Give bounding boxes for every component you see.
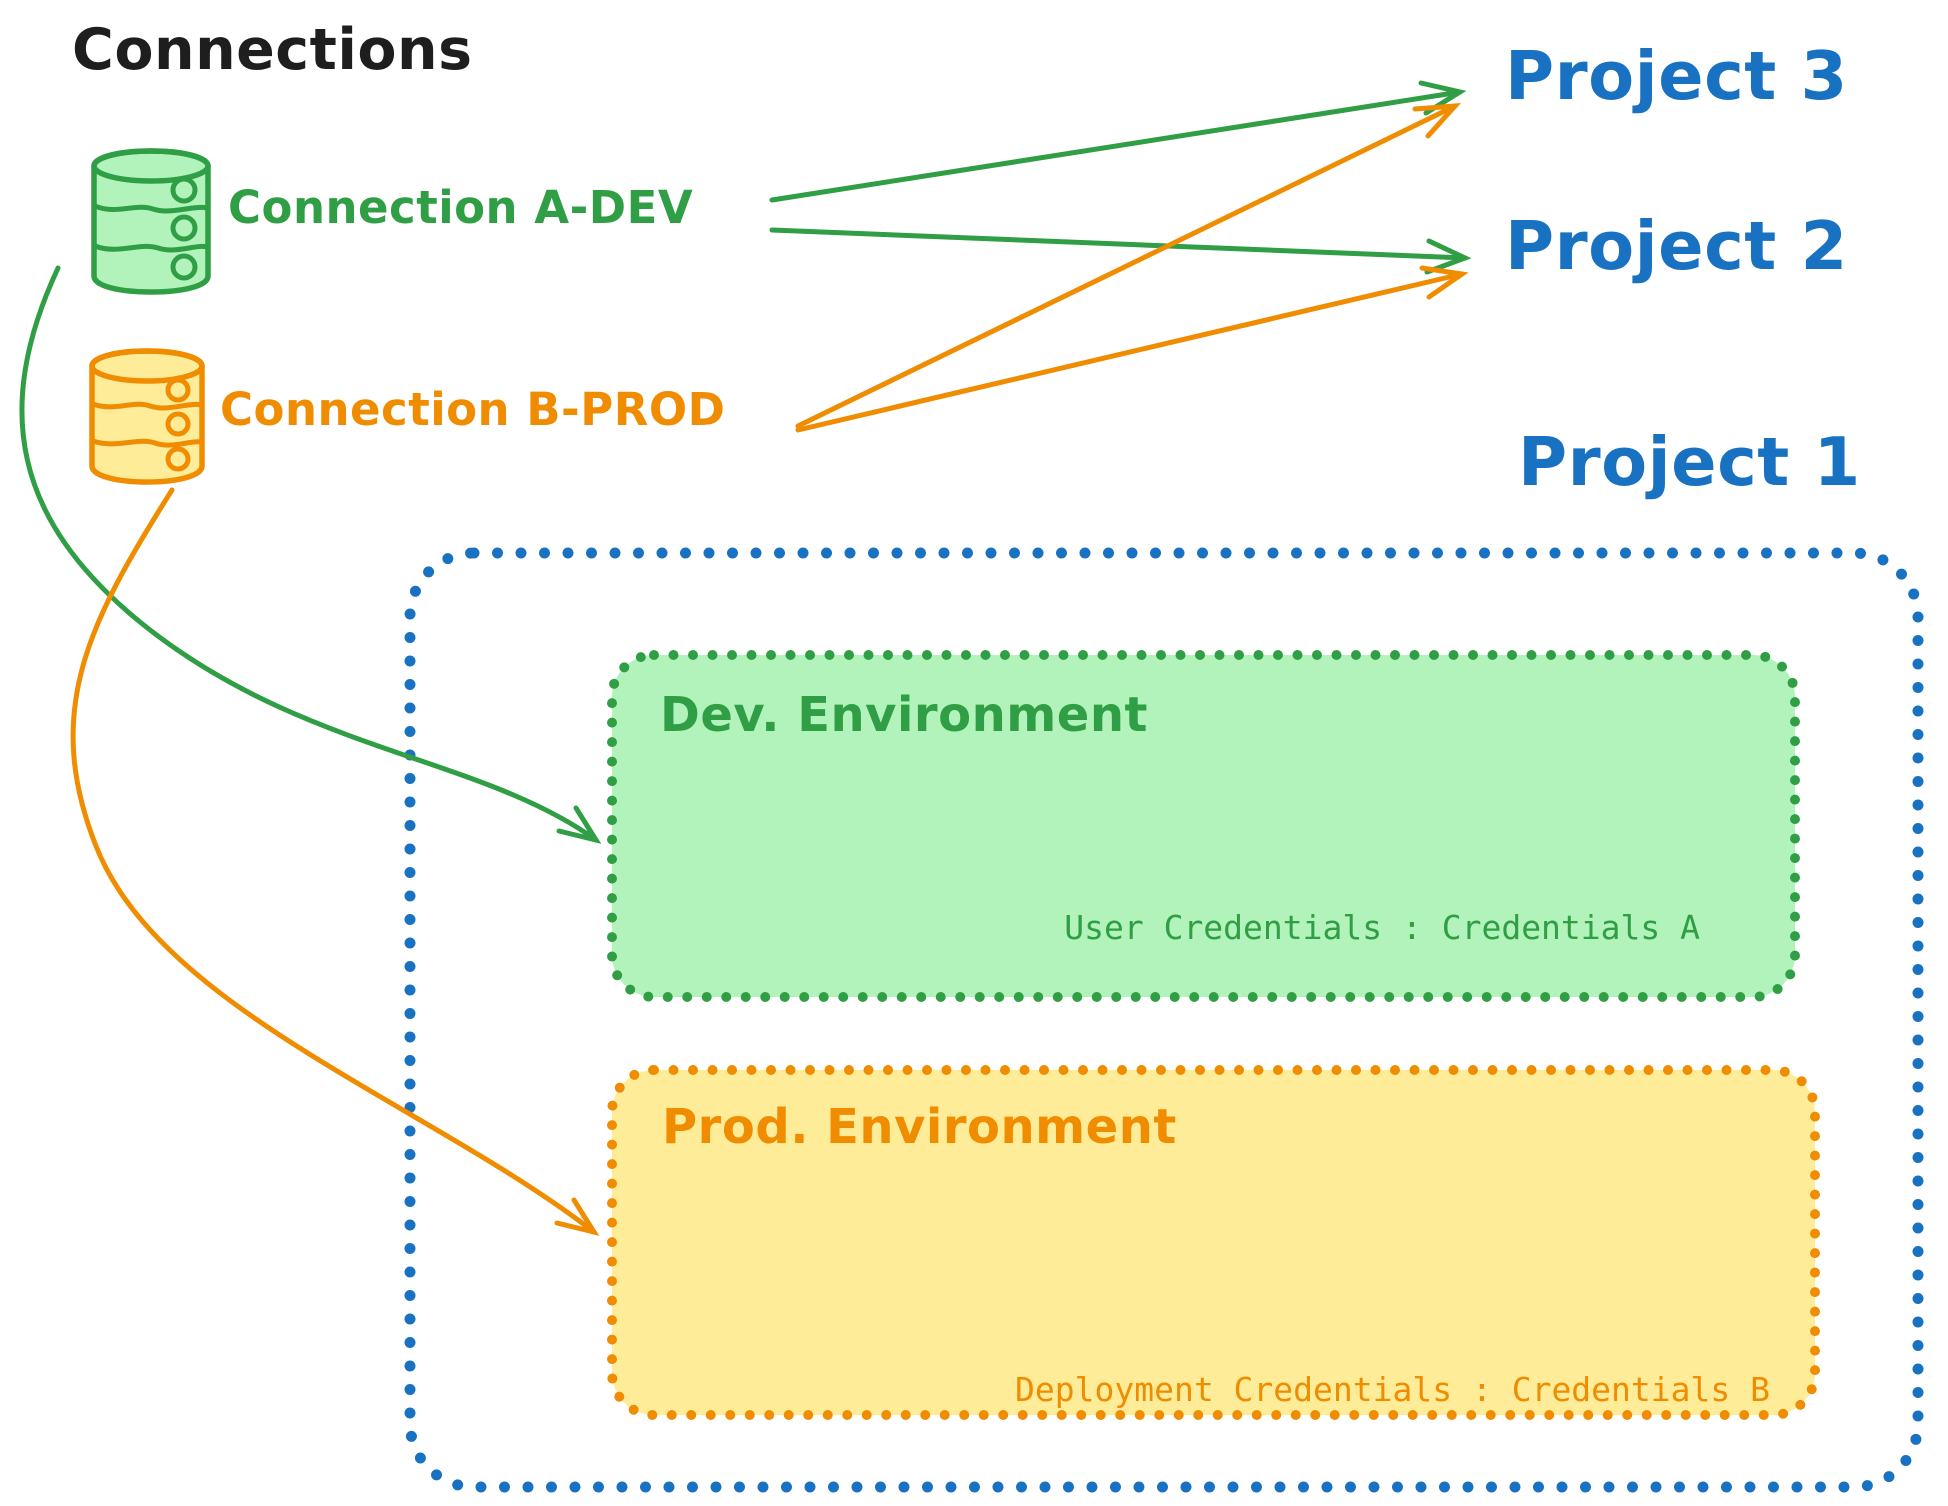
prod-environment-title: Prod. Environment	[662, 1099, 1177, 1155]
arrow-b-prod-to-prod-environment	[70, 487, 600, 1236]
arrow-b-prod-to-project-3	[795, 103, 1462, 429]
diagram-title: Connections	[72, 17, 473, 83]
arrow-a-dev-to-project-3	[769, 80, 1467, 203]
connection-b-prod-label: Connection B-PROD	[220, 383, 726, 436]
connection-a-dev-label: Connection A-DEV	[228, 181, 694, 234]
prod-environment-credentials: Deployment Credentials : Credentials B	[1015, 1370, 1770, 1409]
dev-environment-title: Dev. Environment	[660, 687, 1148, 743]
dev-environment-box	[607, 650, 1800, 1002]
project-1-container-box	[404, 547, 1924, 1493]
arrow-b-prod-to-project-2	[795, 265, 1469, 433]
project-1-label: Project 1	[1518, 423, 1861, 501]
arrow-a-dev-to-dev-environment	[19, 265, 602, 844]
dev-environment-credentials: User Credentials : Credentials A	[1064, 908, 1700, 947]
b-prod-database-icon	[89, 348, 205, 485]
arrow-a-dev-to-project-2	[769, 227, 1472, 275]
project-2-label: Project 2	[1505, 207, 1848, 285]
project-3-label: Project 3	[1505, 37, 1848, 115]
a-dev-database-icon	[91, 148, 211, 295]
prod-environment-box	[607, 1065, 1820, 1420]
